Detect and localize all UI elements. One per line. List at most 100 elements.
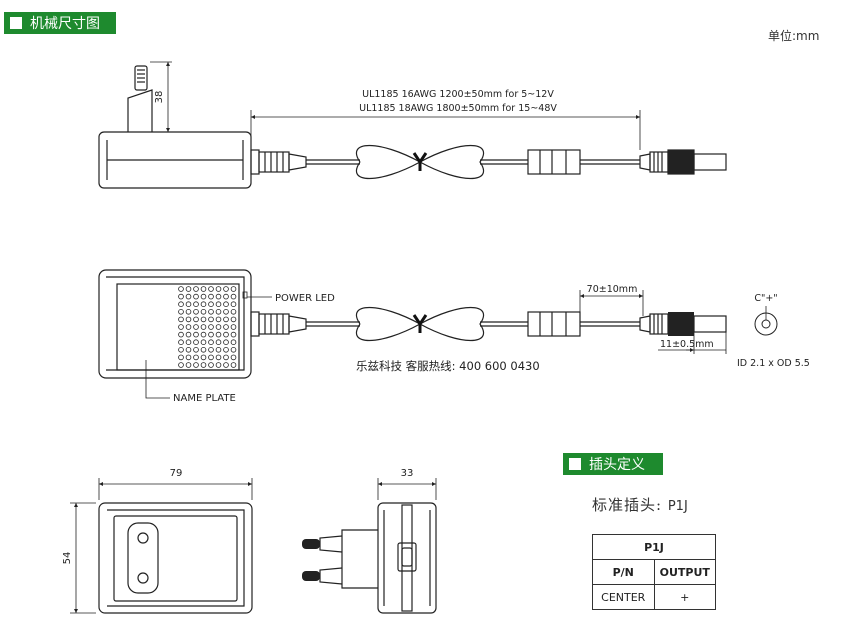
vent-hole <box>223 346 229 353</box>
square-icon <box>569 458 581 470</box>
plug-prong-upper <box>302 539 320 549</box>
vent-hole <box>178 362 184 368</box>
vent-hole <box>208 354 214 361</box>
vent-hole <box>185 301 192 308</box>
unit-label: 单位:mm <box>768 29 820 43</box>
cable-spec-1: UL1185 16AWG 1200±50mm for 5~12V <box>362 89 554 100</box>
connector-size-label: ID 2.1 x OD 5.5 <box>737 358 810 369</box>
vent-hole <box>230 331 237 338</box>
vent-hole-grid <box>178 286 237 368</box>
pin-definition-table: P1J P/N OUTPUT CENTER + <box>592 534 716 610</box>
vent-hole <box>193 293 199 300</box>
dimension-33 <box>377 478 437 500</box>
name-plate-label: NAME PLATE <box>173 393 236 404</box>
dim-79-text: 79 <box>170 468 183 479</box>
vent-hole <box>208 324 214 330</box>
vent-hole <box>193 331 199 338</box>
dim-11-text: 11±0.5mm <box>660 339 714 350</box>
vent-hole <box>185 346 192 353</box>
vent-hole <box>215 362 222 368</box>
vent-hole <box>223 362 229 368</box>
vent-hole <box>230 339 237 346</box>
vent-hole <box>185 293 192 300</box>
vent-hole <box>223 331 229 338</box>
dim-70-text: 70±10mm <box>587 284 638 295</box>
table-cell-pn: CENTER <box>592 584 655 610</box>
vent-hole <box>200 331 207 338</box>
table-header-pn: P/N <box>592 559 655 585</box>
adapter-plug-face-view <box>98 502 253 614</box>
vent-hole <box>178 339 184 346</box>
vent-hole <box>215 301 222 308</box>
plug-definition-header: 插头定义 <box>563 453 663 475</box>
vent-hole <box>185 339 192 346</box>
vent-hole <box>193 346 199 353</box>
standard-plug-label: 标准插头: P1J <box>592 494 688 515</box>
connector-end-view <box>754 306 778 336</box>
dimension-79 <box>98 478 253 500</box>
vent-hole <box>208 346 214 353</box>
vent-hole <box>200 316 207 323</box>
vent-hole <box>230 346 237 353</box>
dc-plug-tip <box>668 312 694 336</box>
vent-hole <box>223 308 229 315</box>
twist-tie-icon <box>412 152 428 171</box>
dim-54-text: 54 <box>62 552 73 565</box>
plug-label-text: 标准插头: <box>592 496 663 514</box>
vent-hole <box>200 301 207 308</box>
vent-hole <box>223 293 229 300</box>
vent-hole <box>215 339 222 346</box>
vent-hole <box>215 324 222 330</box>
vent-hole <box>178 354 184 361</box>
vent-hole <box>215 308 222 315</box>
vent-hole <box>178 286 184 292</box>
vent-hole <box>193 316 199 323</box>
table-title: P1J <box>592 534 716 560</box>
vent-hole <box>178 324 184 330</box>
vent-hole <box>200 324 207 330</box>
square-icon <box>10 17 22 29</box>
dimension-70 <box>579 290 644 316</box>
vent-hole <box>200 354 207 361</box>
vent-hole <box>215 286 222 292</box>
dimension-cable-length <box>250 110 641 150</box>
vent-hole <box>215 354 222 361</box>
vent-hole <box>185 331 192 338</box>
vent-hole <box>223 354 229 361</box>
plug-code: P1J <box>667 499 688 514</box>
vent-hole <box>178 301 184 308</box>
vent-hole <box>230 286 237 292</box>
vent-hole <box>230 362 237 368</box>
vent-hole <box>223 316 229 323</box>
vent-hole <box>215 346 222 353</box>
vent-hole <box>230 293 237 300</box>
vent-hole <box>200 293 207 300</box>
vent-hole <box>193 324 199 330</box>
vent-hole <box>185 354 192 361</box>
plug-prong-lower <box>302 571 320 581</box>
vent-hole <box>215 293 222 300</box>
dim-33-text: 33 <box>401 468 414 479</box>
vent-hole <box>200 308 207 315</box>
cable-spec-2: UL1185 18AWG 1800±50mm for 15~48V <box>359 103 557 114</box>
vent-hole <box>185 324 192 330</box>
twist-tie-icon <box>412 314 428 333</box>
power-led-label: POWER LED <box>275 293 335 304</box>
vent-hole <box>200 362 207 368</box>
adapter-plug-side-view <box>319 502 437 614</box>
mechanical-dimensions-header: 机械尺寸图 <box>4 12 116 34</box>
vent-hole <box>178 331 184 338</box>
vent-hole <box>230 301 237 308</box>
table-header-output: OUTPUT <box>653 559 716 585</box>
vent-hole <box>230 354 237 361</box>
vent-hole <box>208 286 214 292</box>
dimension-11 <box>658 332 727 354</box>
vent-hole <box>193 301 199 308</box>
vent-hole <box>200 346 207 353</box>
vent-hole <box>193 286 199 292</box>
vent-hole <box>193 308 199 315</box>
vent-hole <box>208 331 214 338</box>
name-plate-leader <box>145 360 170 399</box>
vent-hole <box>185 316 192 323</box>
